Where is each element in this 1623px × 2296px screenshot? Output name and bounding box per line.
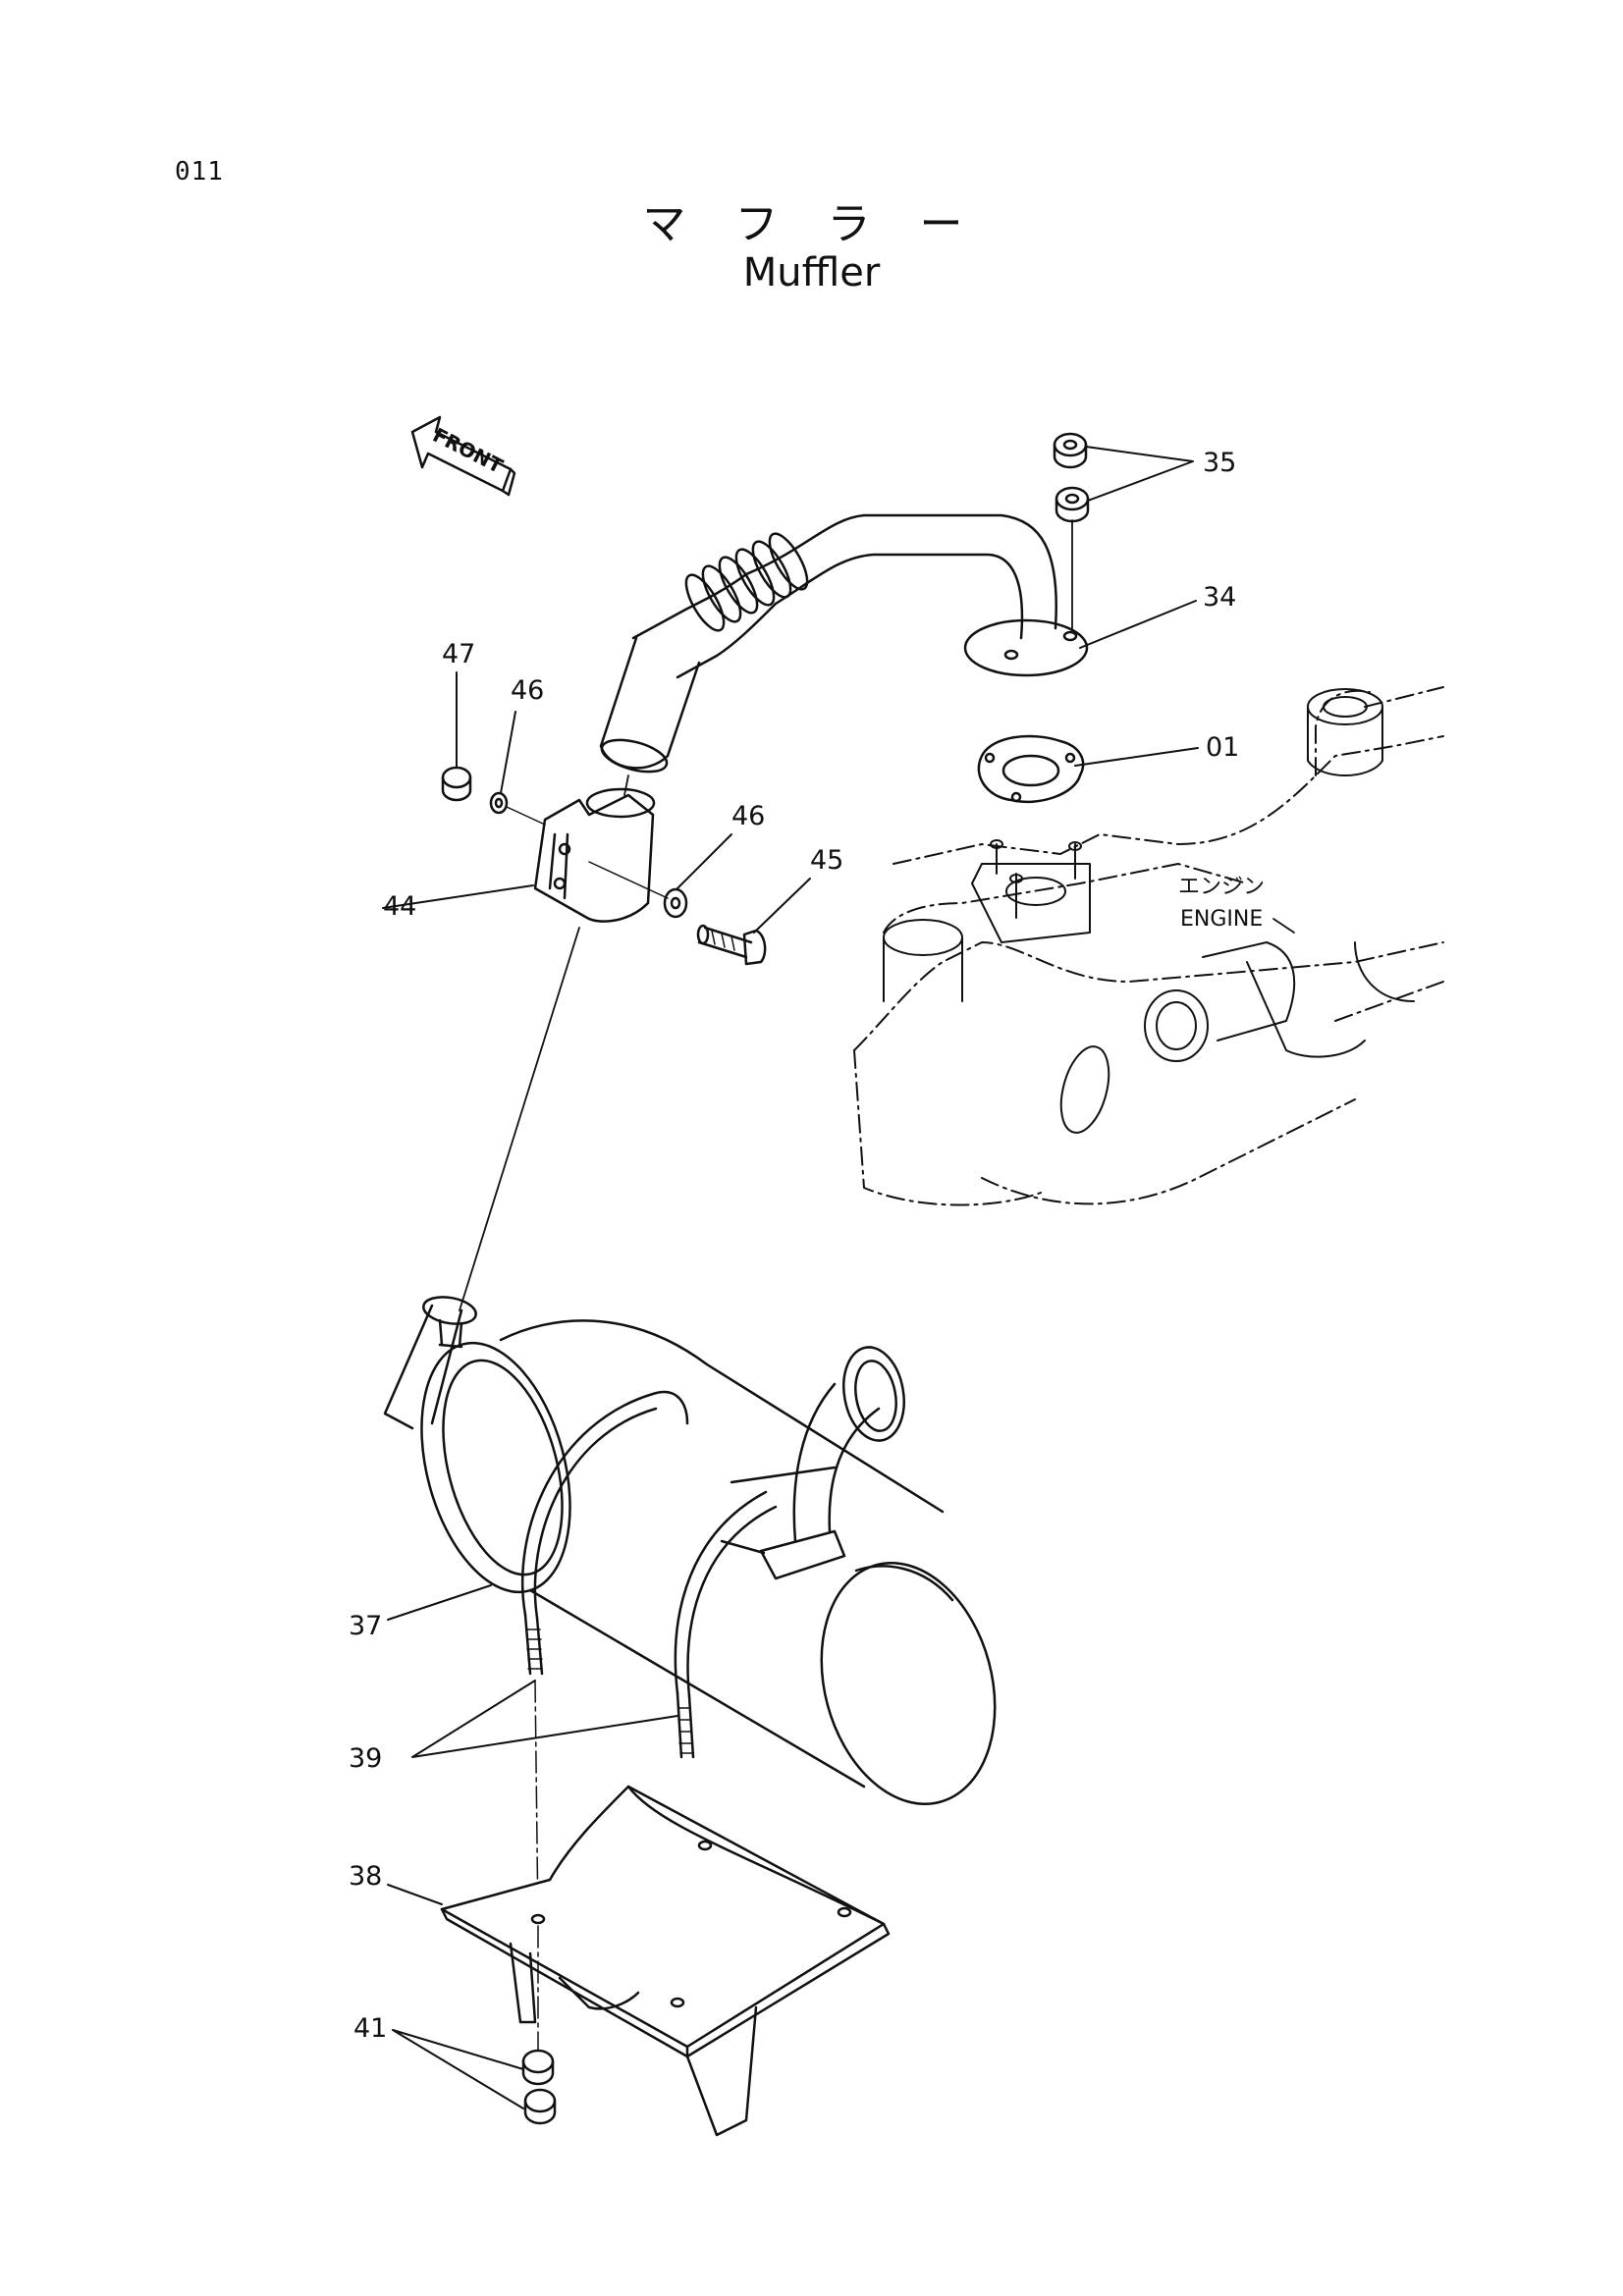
title-english: Muffler: [742, 250, 881, 295]
washer-46-left: [489, 791, 509, 815]
callout-35: 35: [1203, 448, 1236, 478]
washer-46-right: [663, 887, 688, 919]
nut-41-upper: [521, 2049, 555, 2086]
nut-35-lower: [1055, 486, 1090, 523]
bracket-38: [440, 1785, 891, 2137]
gasket-01: [977, 734, 1085, 804]
callout-01: 01: [1206, 732, 1239, 763]
callout-38: 38: [349, 1861, 382, 1892]
engine-parts: [883, 688, 1415, 1134]
nut-35-upper: [1053, 432, 1088, 469]
u-bolt-39-left: [520, 1391, 689, 1676]
callout-47: 47: [442, 639, 475, 669]
nut-41-lower: [523, 2088, 557, 2125]
u-bolt-39-right: [674, 1490, 778, 1759]
title-japanese: マ フ ラ ー: [642, 199, 981, 249]
exhaust-pipe: [599, 513, 1089, 774]
callout-37: 37: [349, 1611, 382, 1641]
callout-44: 44: [383, 891, 416, 922]
callout-34: 34: [1203, 582, 1236, 613]
engine-label-english: ENGINE: [1180, 907, 1263, 932]
callout-41: 41: [353, 2013, 387, 2044]
engine-label-japanese: エンジン: [1178, 875, 1265, 899]
muffler-37: [383, 1296, 997, 1805]
callout-46-right: 46: [731, 801, 765, 831]
nut-47: [441, 766, 472, 802]
page-number: 011: [175, 157, 224, 187]
callout-46-left: 46: [511, 675, 544, 706]
engine-outline: [853, 686, 1444, 1206]
callout-45: 45: [810, 845, 843, 876]
front-arrow-icon: FRONT: [410, 415, 516, 497]
callout-39: 39: [349, 1743, 382, 1774]
clamp-44: [533, 787, 656, 923]
